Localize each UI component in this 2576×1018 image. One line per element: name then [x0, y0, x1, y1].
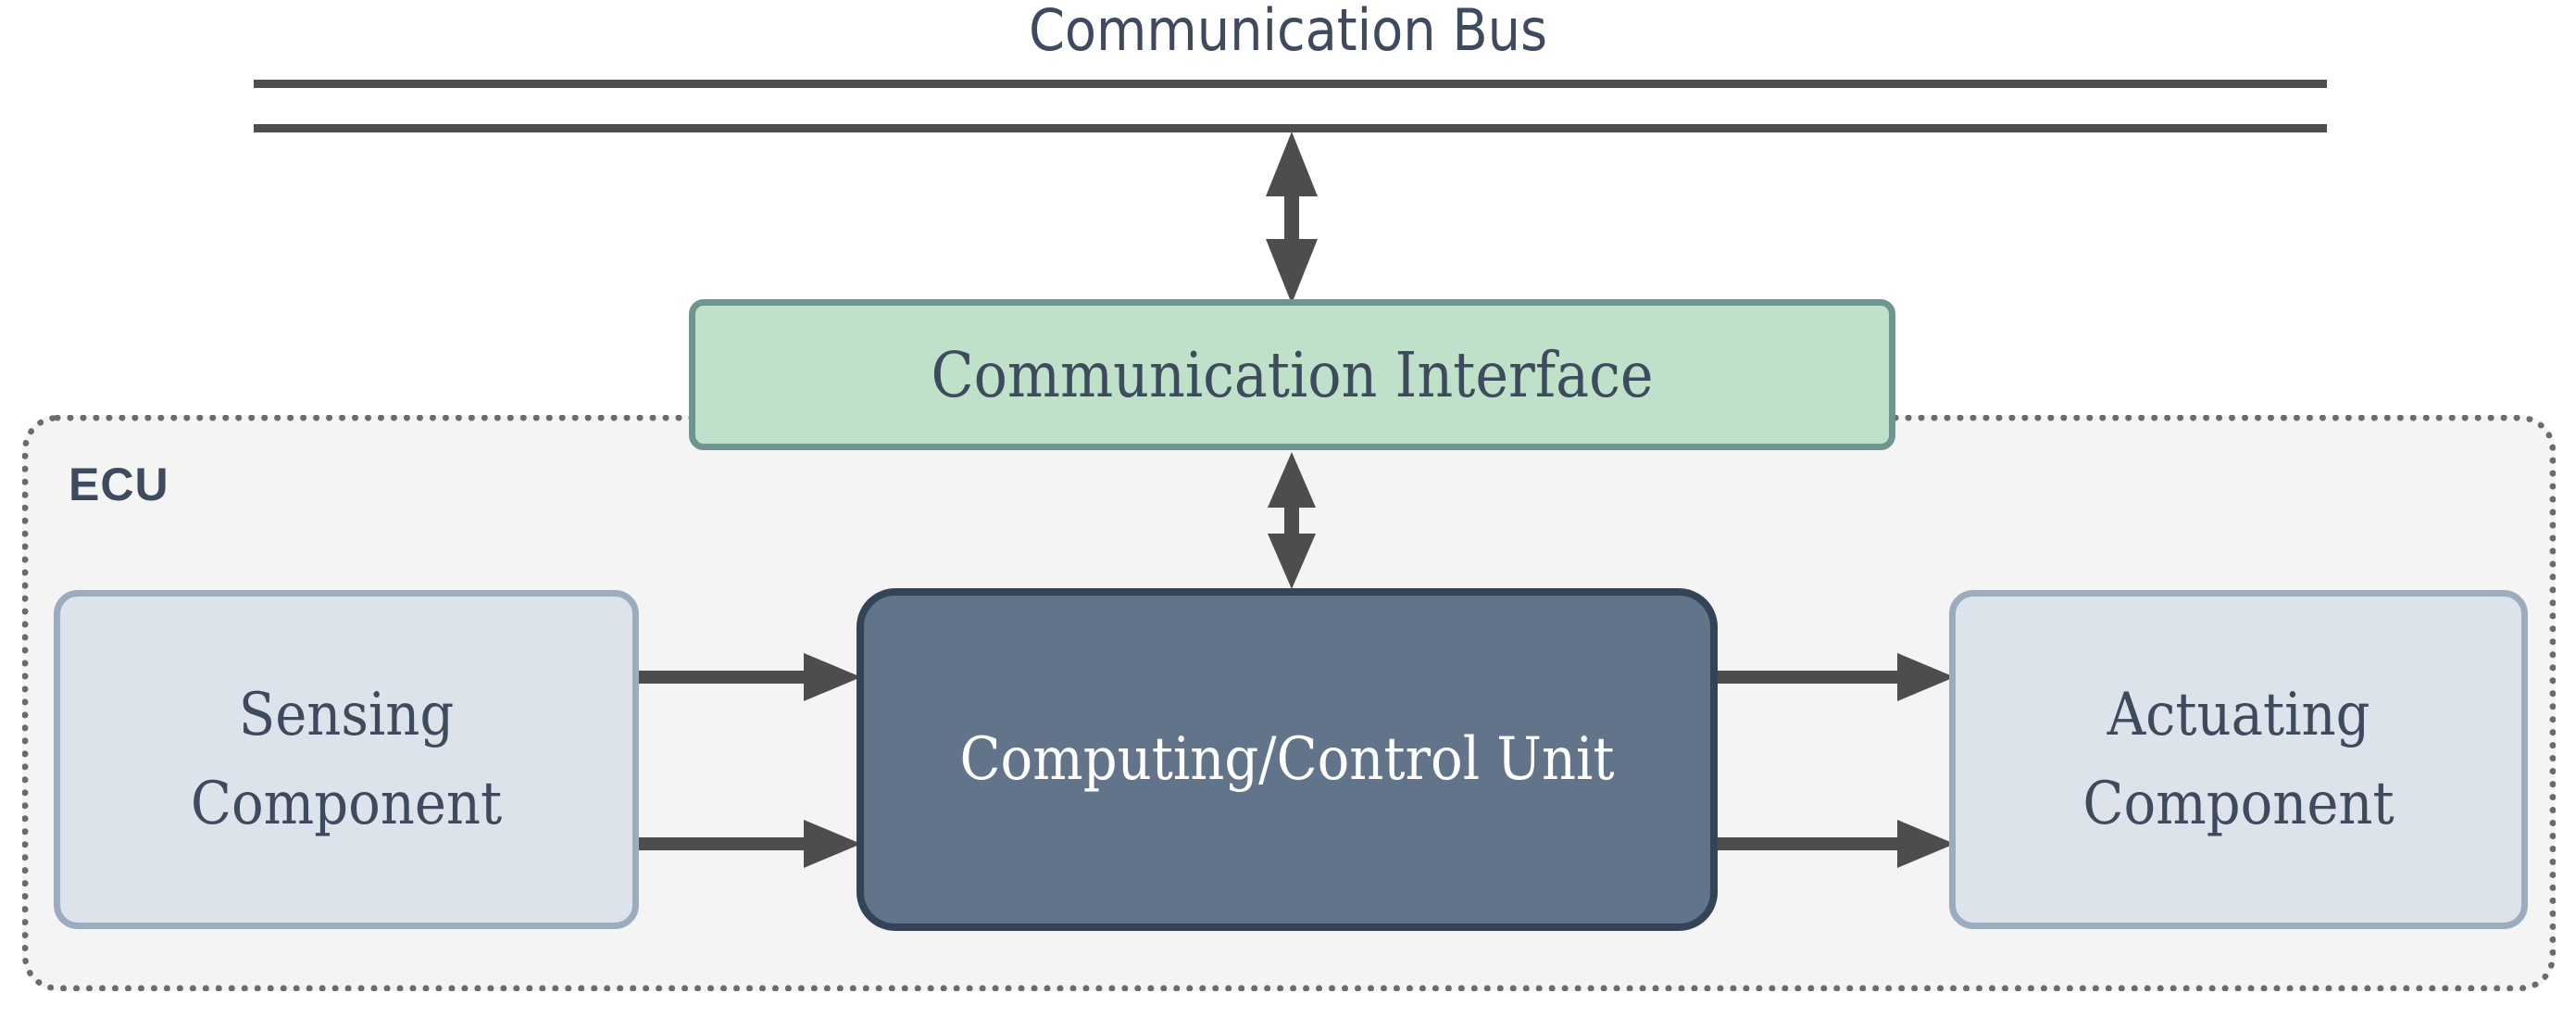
actuating-component-label-line2: Component — [2082, 770, 2395, 838]
sensing-component-node[interactable]: Sensing Component — [54, 590, 639, 929]
computing-to-actuating-upper-arrow — [1716, 651, 1957, 703]
communication-interface-label: Communication Interface — [931, 338, 1654, 411]
actuating-component-node[interactable]: Actuating Component — [1949, 590, 2528, 929]
communication-interface-node[interactable]: Communication Interface — [689, 299, 1895, 450]
interface-to-computing-connector — [1255, 450, 1329, 591]
sensing-to-computing-upper-arrow — [626, 651, 863, 703]
bus-to-interface-connector — [1255, 130, 1329, 306]
sensing-component-label: Sensing Component — [60, 671, 632, 848]
communication-bus-line-top — [254, 80, 2327, 88]
ecu-label: ECU — [69, 459, 169, 510]
computing-control-unit-node[interactable]: Computing/Control Unit — [857, 588, 1718, 931]
computing-control-unit-label: Computing/Control Unit — [959, 725, 1615, 794]
actuating-component-label: Actuating Component — [1956, 671, 2521, 848]
communication-bus-label: Communication Bus — [1028, 0, 1548, 64]
actuating-component-label-line1: Actuating — [2107, 681, 2370, 749]
communication-bus-line-bottom — [254, 124, 2327, 132]
sensing-component-label-line1: Sensing — [238, 681, 455, 749]
computing-to-actuating-lower-arrow — [1716, 818, 1957, 870]
sensing-component-label-line2: Component — [190, 770, 503, 838]
sensing-to-computing-lower-arrow — [626, 818, 863, 870]
